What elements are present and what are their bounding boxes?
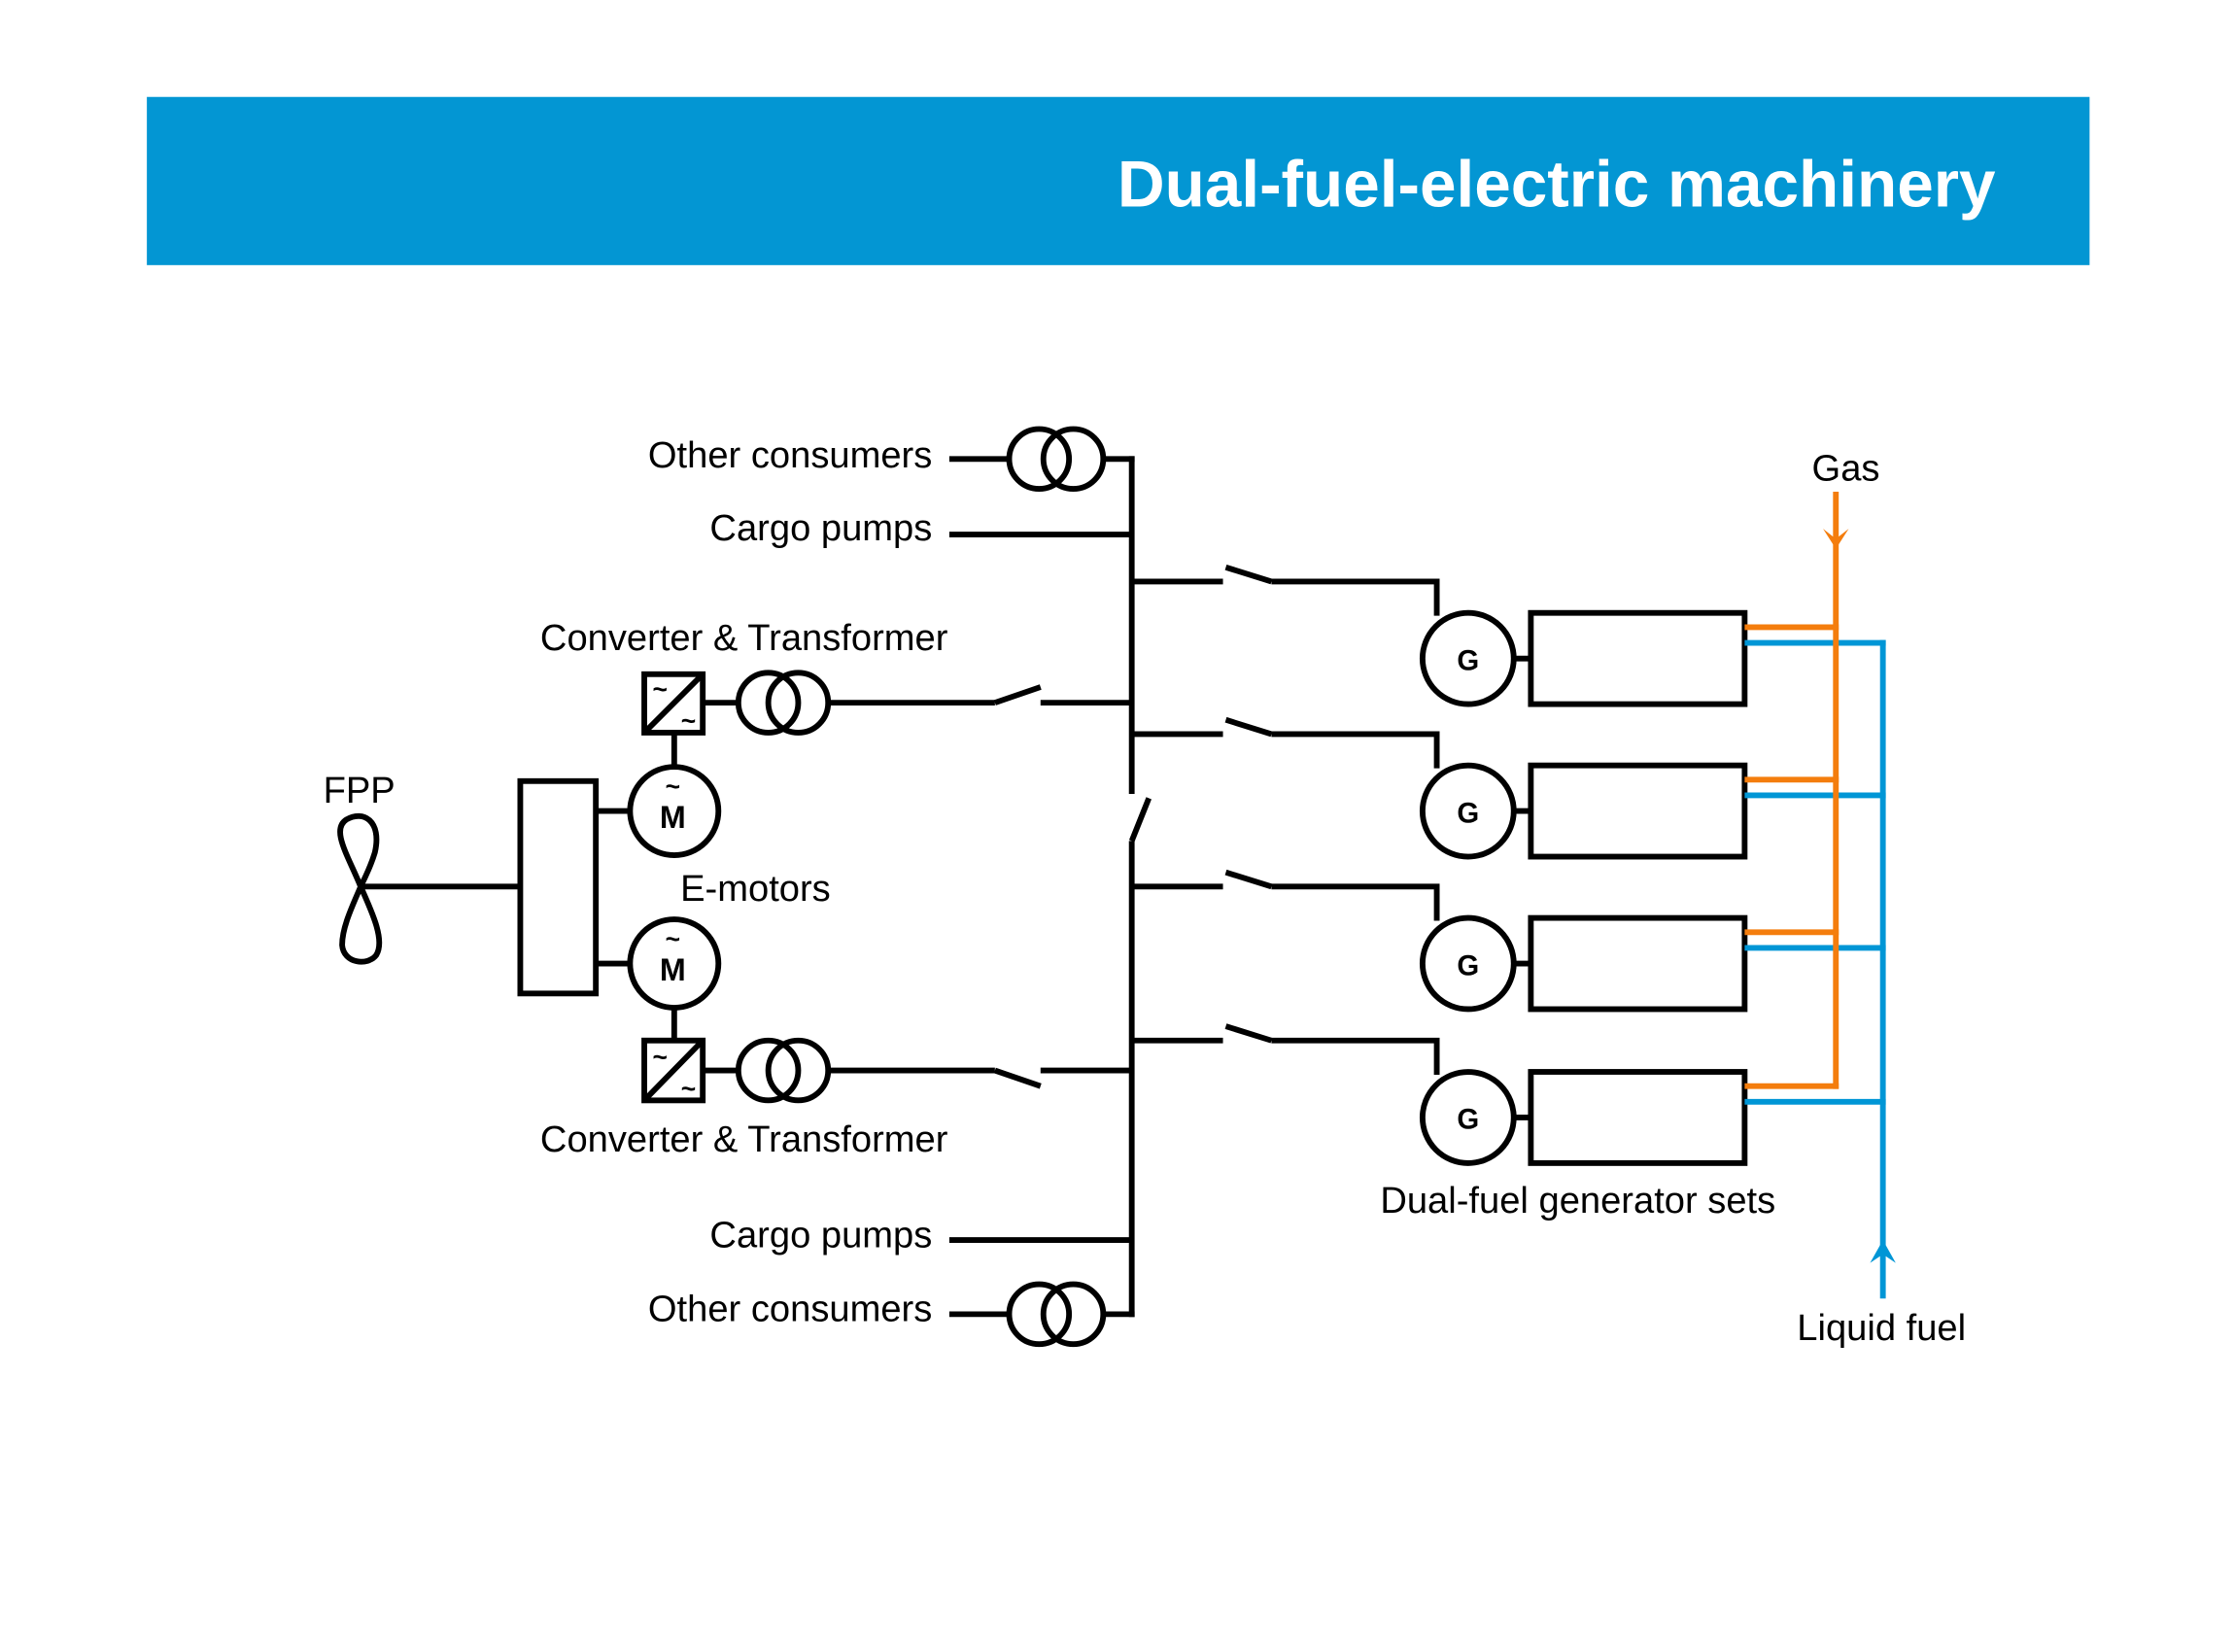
generator-set-2: G [1131,716,1886,860]
header-bar [147,96,2090,265]
label-e-motors: E-motors [680,868,831,910]
dual-fuel-engine [1528,1069,1748,1166]
liquid-fuel-arrow-up-icon [1870,1240,1896,1263]
svg-text:~: ~ [652,675,667,705]
propulsion-feeder-bottom: ~ ~ Converter & Transformer [540,1008,1132,1160]
dual-fuel-engine [1528,609,1748,707]
svg-text:~: ~ [681,1074,696,1103]
svg-text:~: ~ [652,1043,667,1072]
generator-set-1: G [1131,564,1886,707]
bus-tie-breaker [1128,797,1152,843]
label-cargo-pumps-top: Cargo pumps [709,507,932,549]
breaker-switch [993,1067,1042,1089]
generator-branches: G G G G [1131,564,1886,1166]
gearbox [517,777,600,997]
liquid-fuel-supply-line: Liquid fuel [1797,639,1966,1349]
label-other-consumers-bottom: Other consumers [648,1289,932,1330]
svg-text:~: ~ [666,924,680,953]
cargo-pumps-top-feeder: Cargo pumps [709,507,1132,549]
transformer-icon [735,1037,832,1104]
e-motor-2: ~ M [627,916,722,1011]
dual-fuel-engine [1528,914,1748,1013]
breaker-switch [1224,869,1273,890]
generator-symbol: G [1457,949,1479,981]
other-consumers-top-feeder: Other consumers [648,426,1135,493]
generator-set-4: G [1131,1023,1886,1166]
label-gas: Gas [1812,447,1880,489]
generator-symbol: G [1457,644,1479,676]
transformer-icon [1006,426,1107,493]
other-consumers-bottom-feeder: Other consumers [648,1281,1135,1348]
label-fpp: FPP [324,770,395,811]
generator-symbol: G [1457,1104,1479,1136]
svg-text:~: ~ [681,706,696,736]
converter-icon: ~ ~ [641,1037,706,1103]
page-title: Dual-fuel-electric machinery [1118,149,1996,222]
propulsion-train: FPP ~ M E-motors ~ M [324,764,831,1011]
label-liquid-fuel: Liquid fuel [1797,1307,1966,1349]
label-cargo-pumps-bottom: Cargo pumps [709,1214,932,1256]
propeller-icon [337,812,383,965]
breaker-switch [1224,1023,1273,1044]
generator-set-3: G [1131,869,1886,1013]
label-other-consumers-top: Other consumers [648,434,932,476]
gas-supply-line: Gas [1812,447,1880,1089]
label-converter-transformer-top: Converter & Transformer [540,617,948,659]
breaker-switch [993,684,1042,706]
svg-text:M: M [660,952,686,987]
e-motor-1: ~ M [627,764,722,859]
breaker-switch [1224,716,1273,738]
converter-icon: ~ ~ [641,671,706,736]
propulsion-feeder-top: Converter & Transformer ~ ~ [540,617,1132,766]
dual-fuel-engine [1528,762,1748,860]
svg-text:~: ~ [666,772,680,801]
transformer-icon [735,670,832,736]
cargo-pumps-bottom-feeder: Cargo pumps [709,1214,1132,1256]
breaker-switch [1224,564,1273,585]
label-generator-sets: Dual-fuel generator sets [1380,1180,1775,1222]
transformer-icon [1006,1281,1107,1348]
svg-text:M: M [660,800,686,835]
label-converter-transformer-bottom: Converter & Transformer [540,1119,948,1160]
generator-symbol: G [1457,797,1479,829]
